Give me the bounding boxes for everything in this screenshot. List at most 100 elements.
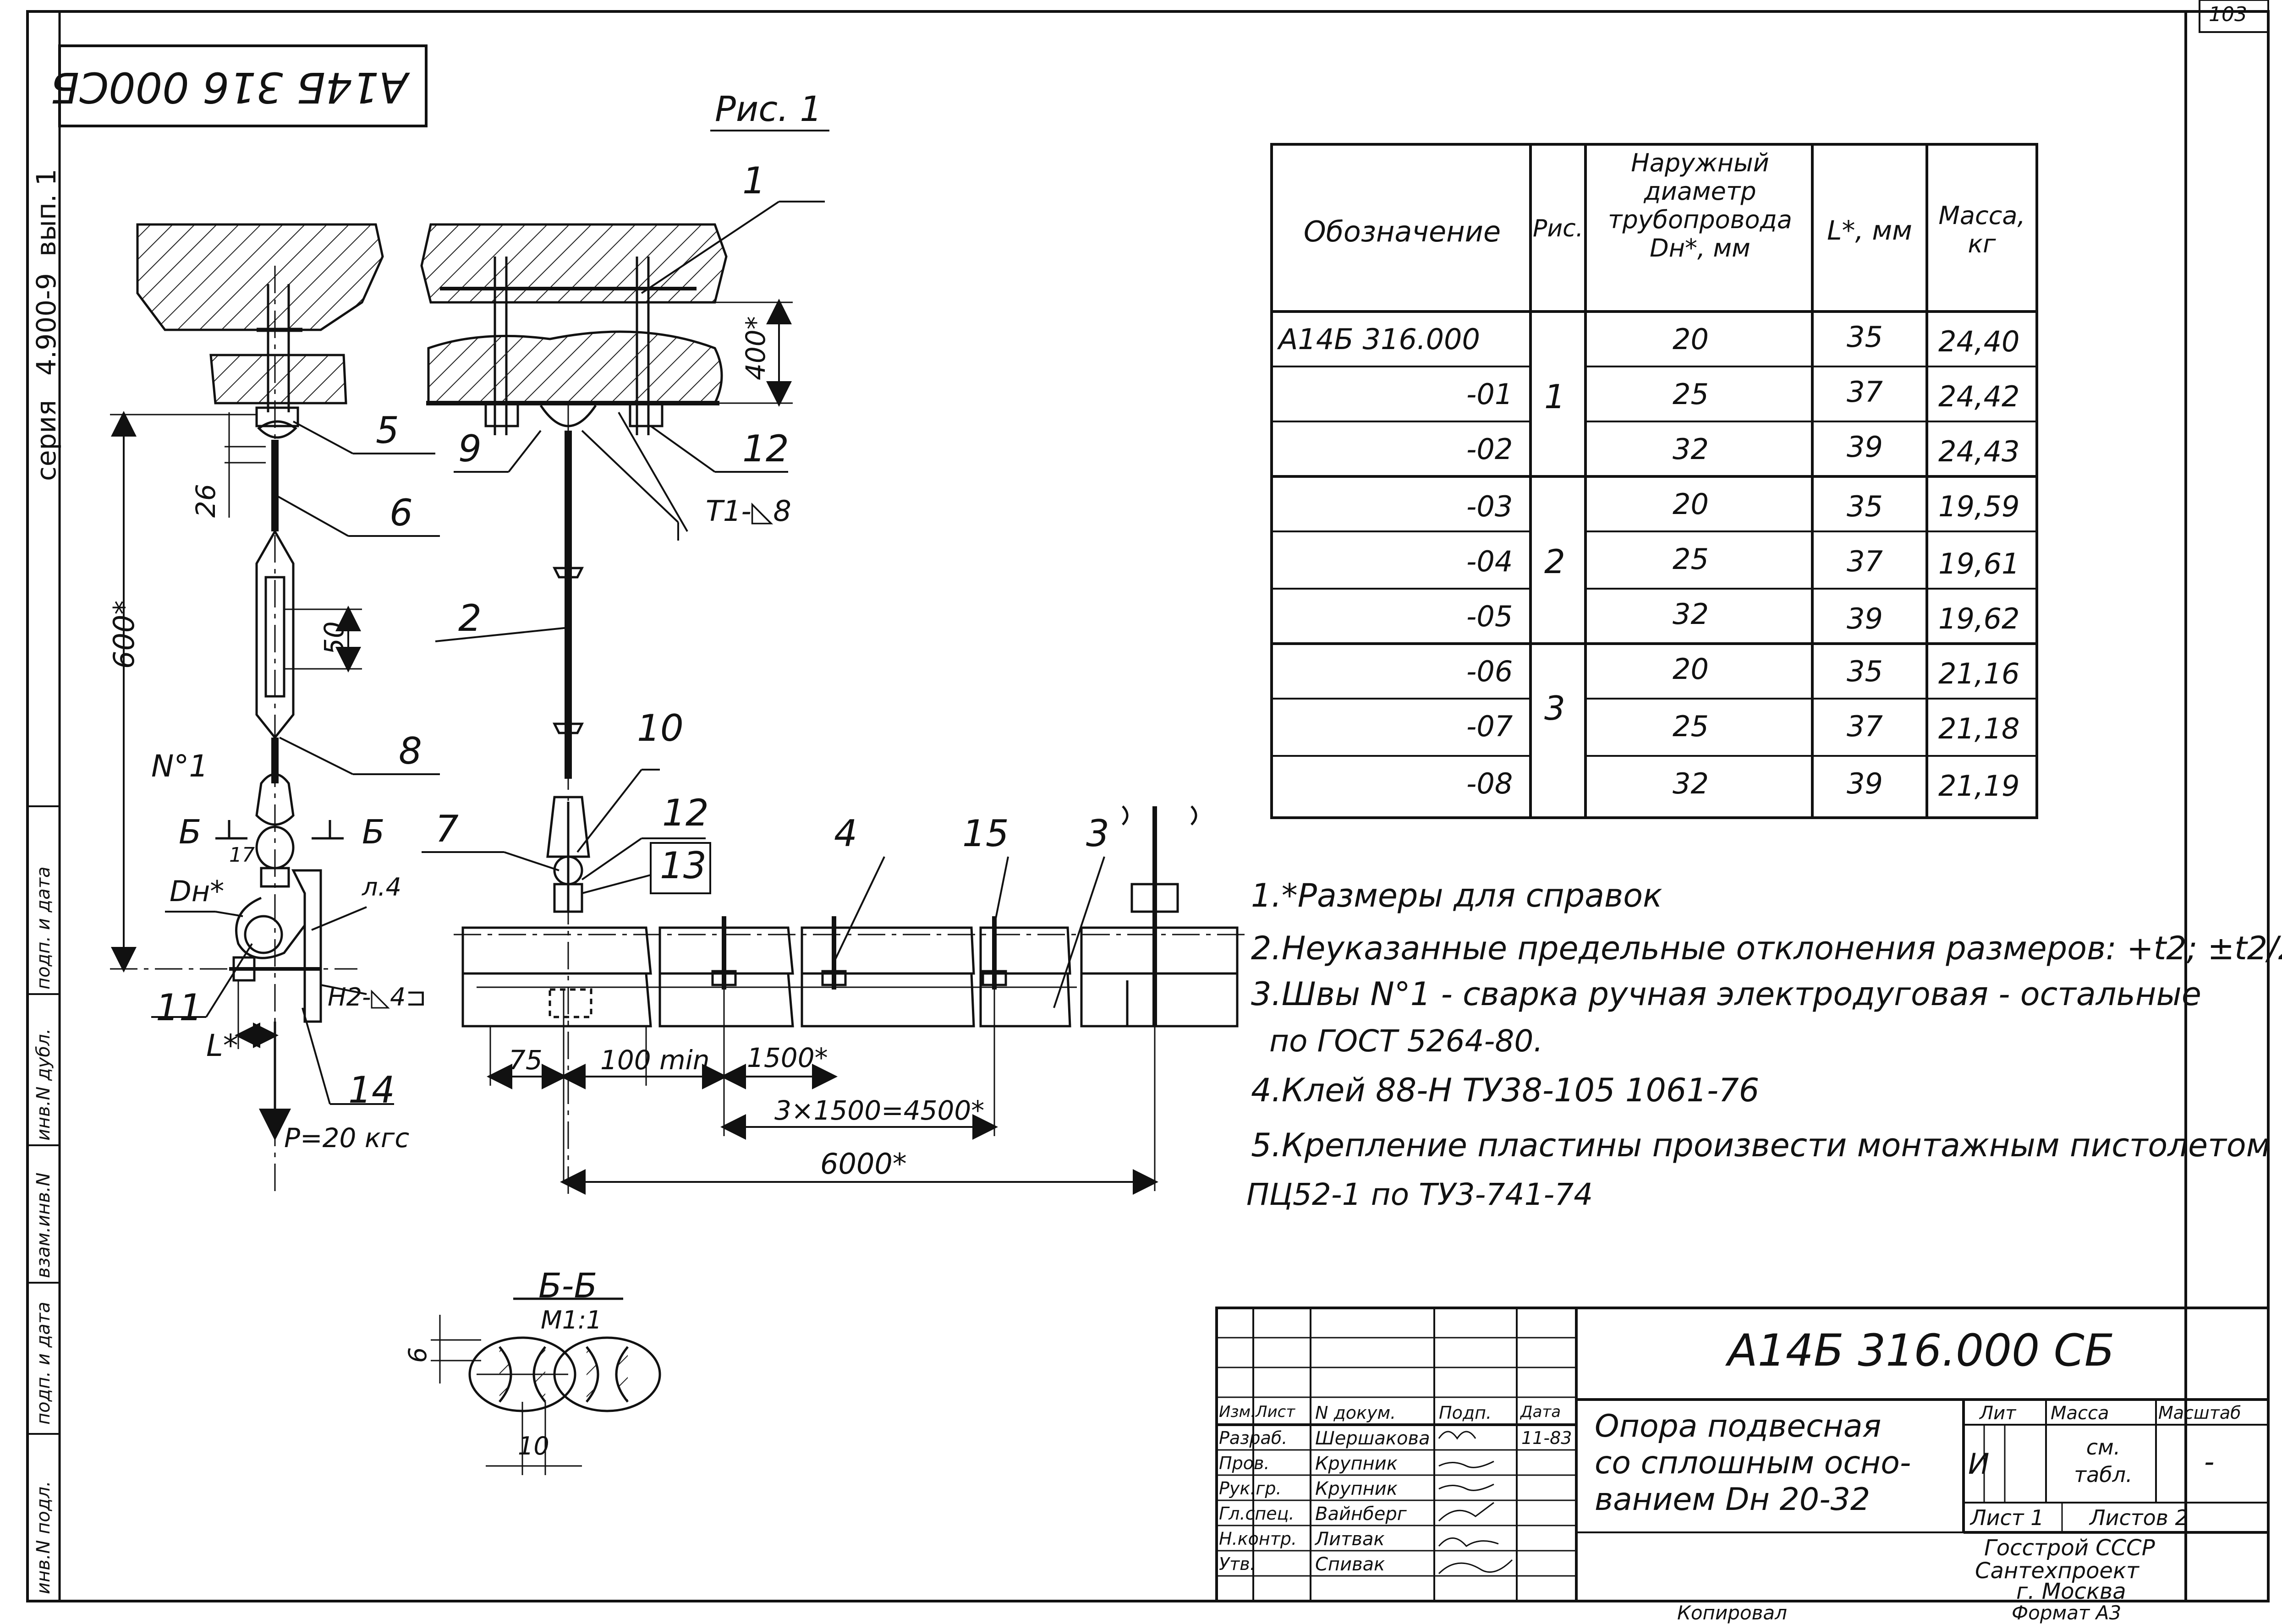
pos-label-7: 7 (435, 808, 459, 850)
table-row-6-designation: -06 (1466, 655, 1513, 688)
left-assembly (110, 223, 384, 1191)
pos-label-11: 11 (156, 986, 203, 1029)
mass-value: см. табл. (2074, 1435, 2133, 1487)
table-row-8-mass: 21,19 (1938, 769, 2020, 803)
left-stamp-strip (27, 805, 60, 1435)
table-row-2-diameter: 32 (1673, 432, 1709, 466)
mass-label: Масса (2051, 1403, 2109, 1424)
stamp-inv-dubl: инв.N дубл. (33, 1028, 54, 1141)
rev-head-izm: Изм. (1219, 1403, 1256, 1421)
table-header-figure: Рис. (1533, 215, 1584, 242)
table-row-5-designation: -05 (1466, 600, 1513, 633)
figure-title: Рис. 1 (715, 88, 822, 129)
date-razrab: 11-83 (1521, 1428, 1572, 1448)
note-3-cont: по ГОСТ 5264-80. (1269, 1023, 1543, 1059)
table-row-7-designation: -07 (1466, 710, 1513, 743)
middle-assembly (420, 223, 728, 1200)
table-row-8-diameter: 32 (1673, 767, 1709, 800)
weld-n1-label: N°1 (151, 749, 208, 784)
drawing-code: А14Б 316.000 СБ (1728, 1325, 2115, 1376)
drawing-name-line-2: со сплошным осно- (1595, 1445, 1911, 1481)
name-n-kontr: Литвак (1315, 1529, 1385, 1550)
org-line-1: Госстрой СССР (1984, 1535, 2155, 1561)
load-label: Р=20 кгс (284, 1122, 410, 1154)
table-row-3-mass: 19,59 (1938, 490, 2020, 523)
table-row-3-diameter: 20 (1673, 487, 1709, 521)
table-row-1-length: 37 (1847, 375, 1883, 409)
section-mark-b-left: Б (179, 813, 202, 851)
table-row-4-length: 37 (1847, 545, 1883, 578)
sheet-label: Лист 1 (1970, 1505, 2044, 1530)
section-bb (431, 1297, 661, 1475)
drawing-name-line-1: Опора подвесная (1595, 1408, 1882, 1444)
lit-label: Лит (1980, 1403, 2016, 1424)
table-row-4-diameter: 25 (1673, 542, 1709, 576)
table-row-1-figure: 1 (1544, 377, 1565, 416)
table-row-1-diameter: 25 (1673, 377, 1709, 411)
table-row-5-length: 39 (1847, 602, 1883, 635)
table-row-7-figure: 3 (1544, 689, 1565, 727)
table-row-8-length: 39 (1847, 767, 1883, 800)
table-row-2-length: 39 (1847, 430, 1883, 464)
pos-label-12-top: 12 (742, 427, 789, 470)
dim-6000: 6000* (820, 1147, 907, 1181)
pos-label-12-mid: 12 (662, 792, 709, 834)
pos-label-8: 8 (399, 730, 422, 772)
designation-mirrored: A14Б 316 000СБ (50, 63, 408, 112)
table-row-7-diameter: 25 (1673, 710, 1709, 743)
note-5-cont: ПЦ52-1 по ТУ3-741-74 (1246, 1177, 1593, 1212)
dim-10: 10 (518, 1432, 549, 1460)
note-1: 1.*Размеры для справок (1251, 877, 1662, 914)
dim-75: 75 (509, 1044, 543, 1076)
drawing-name-line-3: ванием Dн 20-32 (1595, 1482, 1871, 1518)
table-grid (1270, 143, 2038, 819)
outer-diameter-label: Dн* (170, 875, 225, 908)
table-row-0-designation: А14Б 316.000 (1278, 323, 1480, 356)
table-row-1-designation: -01 (1466, 377, 1513, 411)
dim-3x1500: 3×1500=4500* (774, 1095, 985, 1126)
pos-label-3: 3 (1086, 812, 1109, 855)
stamp-podp-data-2: подп. и дата (33, 866, 54, 990)
table-row-0-mass: 24,40 (1938, 325, 2020, 358)
section-scale: М1:1 (541, 1306, 602, 1334)
stamp-vzam-inv: взам.инв.N (33, 1172, 54, 1278)
dim-100-min: 100 min (600, 1044, 710, 1076)
pos-label-4: 4 (834, 812, 857, 855)
dim-50: 50 (318, 621, 350, 655)
scale-label: Масштаб (2158, 1403, 2241, 1423)
table-header-length: L*, мм (1827, 215, 1912, 246)
table-row-2-mass: 24,43 (1938, 435, 2020, 468)
table-row-1-mass: 24,42 (1938, 380, 2020, 413)
rev-head-sign: Подп. (1439, 1403, 1492, 1423)
dim-17: 17 (229, 843, 255, 867)
table-row-7-mass: 21,18 (1938, 712, 2020, 745)
note-4: 4.Клей 88-Н ТУ38-105 1061-76 (1251, 1072, 1760, 1109)
table-row-2-designation: -02 (1466, 432, 1513, 466)
dim-600: 600* (107, 600, 141, 669)
table-row-6-mass: 21,16 (1938, 657, 2020, 690)
series-label: серия (31, 400, 62, 481)
table-row-4-designation: -04 (1466, 545, 1513, 578)
role-razrab: Разраб. (1219, 1428, 1288, 1448)
section-mark-b-right: Б (362, 813, 385, 851)
stamp-inv-podl: инв.N подл. (33, 1481, 54, 1594)
pos-label-1: 1 (742, 159, 766, 202)
role-prov: Пров. (1219, 1453, 1270, 1473)
table-row-0-length: 35 (1847, 320, 1883, 354)
table-header-diameter: Наружный диаметр трубопровода Dн*, мм (1608, 148, 1792, 263)
title-block-grid (1215, 1307, 2270, 1602)
note-2: 2.Неуказанные предельные отклонения разм… (1251, 930, 2282, 967)
table-header-mass: Масса, кг (1938, 201, 2025, 259)
role-n-kontr: Н.контр. (1219, 1529, 1297, 1549)
weld-h2-label: Н2-◺4⊐ (328, 983, 427, 1012)
signatures (1438, 1431, 1513, 1575)
pos-label-14: 14 (348, 1069, 395, 1111)
rev-head-list: Лист (1256, 1403, 1295, 1421)
pos-label-9: 9 (458, 427, 482, 470)
note-5: 5.Крепление пластины произвести монтажны… (1251, 1126, 2271, 1164)
table-row-3-designation: -03 (1466, 490, 1513, 523)
dim-400: 400* (740, 316, 771, 380)
table-row-6-diameter: 20 (1673, 652, 1709, 686)
footer-format: Формат А3 (2012, 1602, 2122, 1624)
